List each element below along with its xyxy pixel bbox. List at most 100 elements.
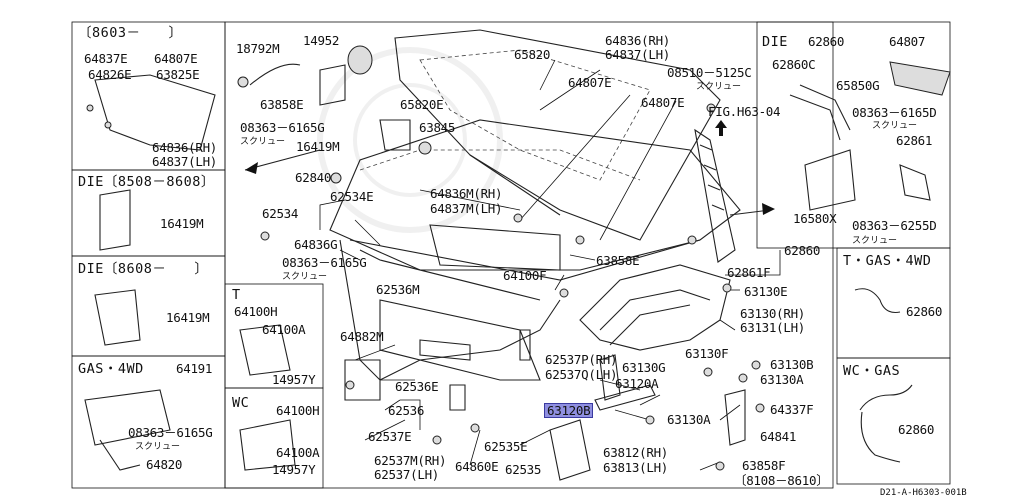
part-label[interactable]: 63858F — [742, 458, 786, 473]
panel-header-die-8608: DIE〔8608－ 〕 — [78, 261, 209, 277]
part-label[interactable]: 63130F — [685, 346, 729, 361]
left-panel-parts — [84, 74, 296, 471]
part-label[interactable]: 65850G — [836, 78, 880, 93]
panel-header-gas-4wd: GAS・4WD — [78, 361, 144, 377]
part-label[interactable]: 65820 — [514, 47, 551, 62]
part-label[interactable]: 64100F — [503, 268, 547, 283]
part-label[interactable]: 16580X — [793, 211, 837, 226]
part-label[interactable]: 14952 — [303, 33, 340, 48]
part-label[interactable]: 64807E — [641, 95, 685, 110]
part-label[interactable]: 62860C — [772, 57, 816, 72]
part-label[interactable]: 64841 — [760, 429, 797, 444]
part-label[interactable]: 62534 — [262, 206, 299, 221]
part-label[interactable]: 64807 — [889, 34, 926, 49]
panel-header-t: T — [232, 287, 241, 303]
part-label[interactable]: 65820E — [400, 97, 444, 112]
part-label[interactable]: 64836(RH) — [605, 33, 671, 48]
part-label[interactable]: 08510－5125C — [667, 65, 752, 80]
small-parts — [237, 45, 765, 481]
part-label[interactable]: 64837(LH) — [605, 47, 671, 62]
part-label[interactable]: 64100H — [276, 403, 320, 418]
part-label[interactable]: 62535E — [484, 439, 528, 454]
part-label[interactable]: 64100A — [262, 322, 306, 337]
part-label[interactable]: 64837(LH) — [152, 154, 218, 169]
part-label[interactable]: 62537Q(LH) — [545, 367, 618, 382]
part-label[interactable]: 64837M(LH) — [430, 201, 503, 216]
part-label[interactable]: 64807E — [568, 75, 612, 90]
direction-arrows — [244, 120, 775, 216]
part-label[interactable]: 62860 — [898, 422, 935, 437]
part-label[interactable]: 62861 — [896, 133, 933, 148]
part-label[interactable]: 62537(LH) — [374, 467, 440, 482]
watermark-emblem — [317, 47, 503, 233]
part-label[interactable]: 14957Y — [272, 372, 316, 387]
part-label[interactable]: 62860 — [808, 34, 845, 49]
figure-reference[interactable]: FIG.H63-04 — [708, 104, 781, 119]
screw-label: スクリュー — [852, 236, 898, 246]
part-label[interactable]: 63130B — [770, 357, 814, 372]
part-label[interactable]: 62860 — [906, 304, 943, 319]
part-label[interactable]: 63130A — [760, 372, 804, 387]
part-label[interactable]: 08363－6165G — [240, 120, 325, 135]
part-label[interactable]: 63812(RH) — [603, 445, 669, 460]
part-label[interactable]: 16419M — [166, 310, 210, 325]
part-label[interactable]: 62536E — [395, 379, 439, 394]
part-label[interactable]: 62537M(RH) — [374, 453, 447, 468]
part-label[interactable]: 64837E — [84, 51, 128, 66]
part-label[interactable]: 62534E — [330, 189, 374, 204]
leader-lines — [319, 59, 781, 471]
intake-hoses — [854, 288, 913, 463]
screw-label: スクリュー — [135, 442, 181, 452]
part-label[interactable]: 64826E — [88, 67, 132, 82]
part-label[interactable]: 16419M — [160, 216, 204, 231]
part-label[interactable]: 63858E — [260, 97, 304, 112]
part-label[interactable]: 62537P(RH) — [545, 352, 618, 367]
part-label[interactable]: 08363－6165G — [128, 425, 213, 440]
part-label[interactable]: 63845 — [419, 120, 456, 135]
part-label[interactable]: 63130G — [622, 360, 666, 375]
part-label[interactable]: 08363－6165D — [852, 105, 937, 120]
panel-header-die: DIE — [762, 34, 788, 50]
part-label[interactable]: 64882M — [340, 329, 384, 344]
body-frame — [329, 119, 741, 381]
part-label[interactable]: 64337F — [770, 402, 814, 417]
part-label[interactable]: 63130A — [667, 412, 711, 427]
screw-label: スクリュー — [240, 137, 286, 147]
part-label[interactable]: 63825E — [156, 67, 200, 82]
part-label[interactable]: 63813(LH) — [603, 460, 669, 475]
part-label[interactable]: 62536M — [376, 282, 420, 297]
part-label[interactable]: 63120A — [615, 376, 659, 391]
part-label[interactable]: 16419M — [296, 139, 340, 154]
part-label[interactable]: 64100H — [234, 304, 278, 319]
part-label[interactable]: 18792M — [236, 41, 280, 56]
part-label[interactable]: 64807E — [154, 51, 198, 66]
part-label[interactable]: 63130E — [744, 284, 788, 299]
part-label[interactable]: 64836(RH) — [152, 140, 218, 155]
panel-header-wc-gas: WC・GAS — [843, 363, 901, 379]
part-label[interactable]: 64860E — [455, 459, 499, 474]
part-label[interactable]: 64836M(RH) — [430, 186, 503, 201]
part-label-highlighted[interactable]: 63120B — [544, 403, 594, 418]
part-label[interactable]: 63130(RH) — [740, 306, 806, 321]
part-label[interactable]: 62840 — [295, 170, 332, 185]
part-label[interactable]: 64100A — [276, 445, 320, 460]
screw-label: スクリュー — [872, 121, 918, 131]
part-label[interactable]: 08363－6255D — [852, 218, 937, 233]
part-label[interactable]: 62861F — [727, 265, 771, 280]
part-label[interactable]: 64191 — [176, 361, 213, 376]
part-label[interactable]: 62536 — [388, 403, 425, 418]
panel-header-t-gas-4wd: T・GAS・4WD — [843, 253, 932, 269]
part-label[interactable]: 08363－6165G — [282, 255, 367, 270]
part-label[interactable]: 63131(LH) — [740, 320, 806, 335]
part-label[interactable]: 64820 — [146, 457, 183, 472]
hood-outline — [394, 29, 721, 241]
air-duct-main — [694, 128, 736, 263]
part-label[interactable]: 62860 — [784, 243, 821, 258]
part-label[interactable]: 62535 — [505, 462, 542, 477]
part-label[interactable]: 63858E — [596, 253, 640, 268]
part-label[interactable]: 64836G — [294, 237, 338, 252]
part-label[interactable]: 14957Y — [272, 462, 316, 477]
part-label[interactable]: 62537E — [368, 429, 412, 444]
panel-borders — [71, 21, 951, 489]
